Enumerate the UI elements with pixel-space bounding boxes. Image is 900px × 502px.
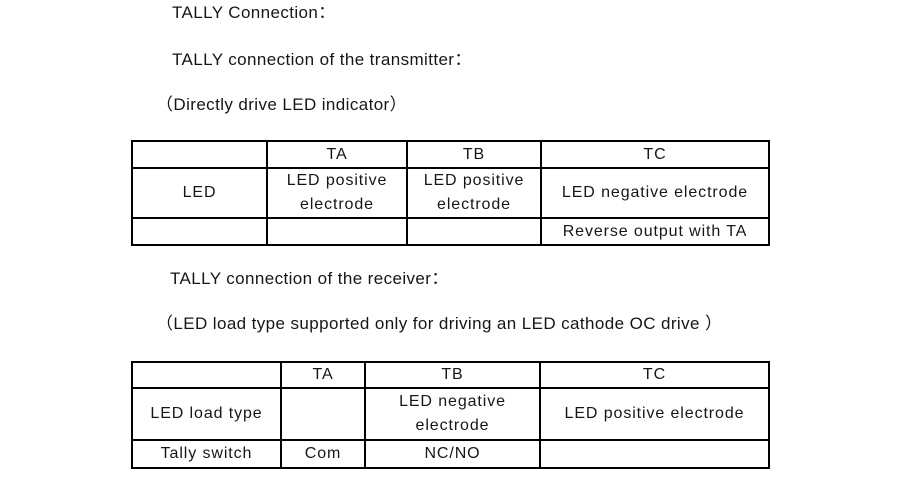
transmitter-led-ta-value: LED positive electrode: [266, 167, 408, 219]
transmitter-header-tc: TC: [540, 140, 770, 169]
receiver-header-tc: TC: [539, 361, 770, 389]
transmitter-table-header-row: TA TB TC: [131, 140, 770, 169]
transmitter-header-tb: TB: [406, 140, 542, 169]
receiver-header-tb: TB: [364, 361, 541, 389]
heading-tally-connection: TALLY Connection：: [172, 3, 336, 22]
receiver-tally-switch-tb-value: NC/NO: [364, 439, 541, 469]
receiver-tally-switch-label: Tally switch: [131, 439, 282, 469]
receiver-tally-switch-tc-value: [539, 439, 770, 469]
receiver-table-row-led-load: LED load type LED negative electrode LED…: [131, 387, 770, 441]
transmitter-table-row-led: LED LED positive electrode LED positive …: [131, 167, 770, 219]
receiver-table-row-tally-switch: Tally switch Com NC/NO: [131, 439, 770, 469]
transmitter-note-blank-2: [266, 217, 408, 246]
receiver-table-header-row: TA TB TC: [131, 361, 770, 389]
receiver-led-load-tb-value: LED negative electrode: [364, 387, 541, 441]
receiver-tally-switch-ta-value: Com: [280, 439, 366, 469]
transmitter-led-tc-value: LED negative electrode: [540, 167, 770, 219]
heading-transmitter-connection: TALLY connection of the transmitter：: [172, 50, 472, 69]
receiver-table: TA TB TC LED load type LED negative elec…: [131, 361, 770, 469]
receiver-led-load-label: LED load type: [131, 387, 282, 441]
transmitter-table-row-note: Reverse output with TA: [131, 217, 770, 246]
transmitter-table: TA TB TC LED LED positive electrode LED …: [131, 140, 770, 246]
receiver-led-load-ta-value: [280, 387, 366, 441]
note-led-load-type: （LED load type supported only for drivin…: [156, 314, 723, 333]
transmitter-led-label: LED: [131, 167, 268, 219]
transmitter-header-blank: [131, 140, 268, 169]
transmitter-note-blank-1: [131, 217, 268, 246]
note-directly-drive-led: （Directly drive LED indicator）: [156, 95, 408, 114]
receiver-header-blank: [131, 361, 282, 389]
receiver-led-load-tc-value: LED positive electrode: [539, 387, 770, 441]
heading-receiver-connection: TALLY connection of the receiver：: [170, 269, 449, 288]
transmitter-header-ta: TA: [266, 140, 408, 169]
transmitter-note-blank-3: [406, 217, 542, 246]
receiver-header-ta: TA: [280, 361, 366, 389]
transmitter-note-tc-value: Reverse output with TA: [540, 217, 770, 246]
transmitter-led-tb-value: LED positive electrode: [406, 167, 542, 219]
